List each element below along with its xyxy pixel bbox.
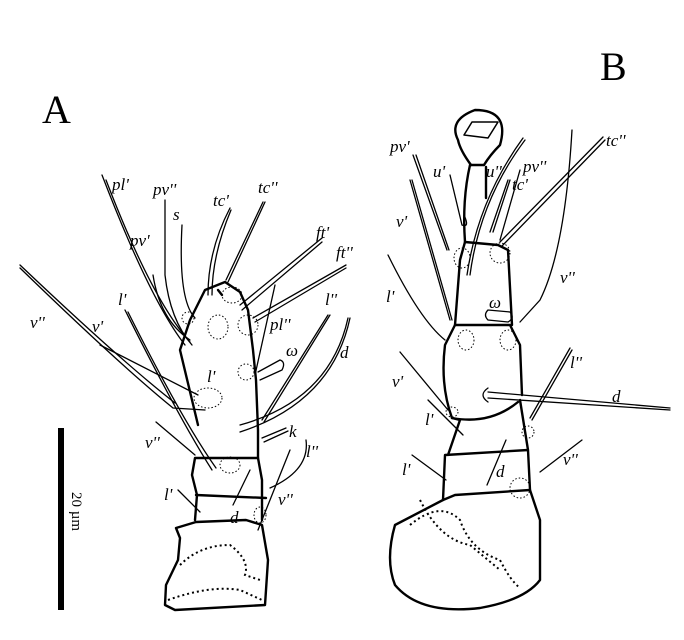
seta-label: v' [92,317,104,336]
seta-label: v'' [563,450,578,469]
seta-label: s [173,205,180,224]
seta-label: l'' [570,353,582,372]
panel-b-letter: B [600,44,627,89]
seta-label: tc'' [606,131,626,150]
seta-label: v'' [145,433,160,452]
seta-label: l'' [306,442,318,461]
seta-label: pv' [389,137,410,156]
seta-label: u' [433,162,446,181]
seta-label: pv'' [522,157,547,176]
seta-label: ω [286,341,298,360]
seta-label: v'' [278,490,293,509]
seta-label: v'' [30,313,45,332]
seta-label: ft' [316,223,329,242]
seta-label: ft'' [336,243,353,262]
leg-a-drawing [19,174,351,612]
seta-label: v'' [560,268,575,287]
seta-label: d [230,508,239,527]
panel-a-labels: pl' pv'' s pv' tc' tc'' ft' ft'' v'' v' … [30,175,353,527]
seta-label: u'' [486,162,502,181]
seta-label: d [340,343,349,362]
scale-bar [58,428,64,610]
scale-bar-label: 20 µm [68,492,84,531]
panel-a-letter: A [42,87,71,132]
seta-label: d [612,387,621,406]
seta-label: l' [425,410,434,429]
seta-label: pv' [129,231,150,250]
seta-label: tc'' [258,178,278,197]
seta-label: pl' [111,175,129,194]
seta-label: tc' [512,175,528,194]
seta-label: tc' [213,191,229,210]
seta-label: l' [402,460,411,479]
seta-label: d [496,462,505,481]
seta-label: ω [489,293,501,312]
seta-label: v' [392,372,404,391]
seta-label: k [289,422,297,441]
seta-label: l' [207,367,216,386]
seta-label: pl'' [269,315,291,334]
seta-label: l' [118,290,127,309]
leg-b-drawing [387,108,671,611]
panel-b-labels: pv' u' u'' tc' pv'' tc'' v' l' v'' ω l''… [386,131,626,481]
seta-label: l' [164,485,173,504]
seta-label: l'' [325,290,337,309]
seta-label: pv'' [152,180,177,199]
seta-label: v' [396,212,408,231]
seta-label: l' [386,287,395,306]
